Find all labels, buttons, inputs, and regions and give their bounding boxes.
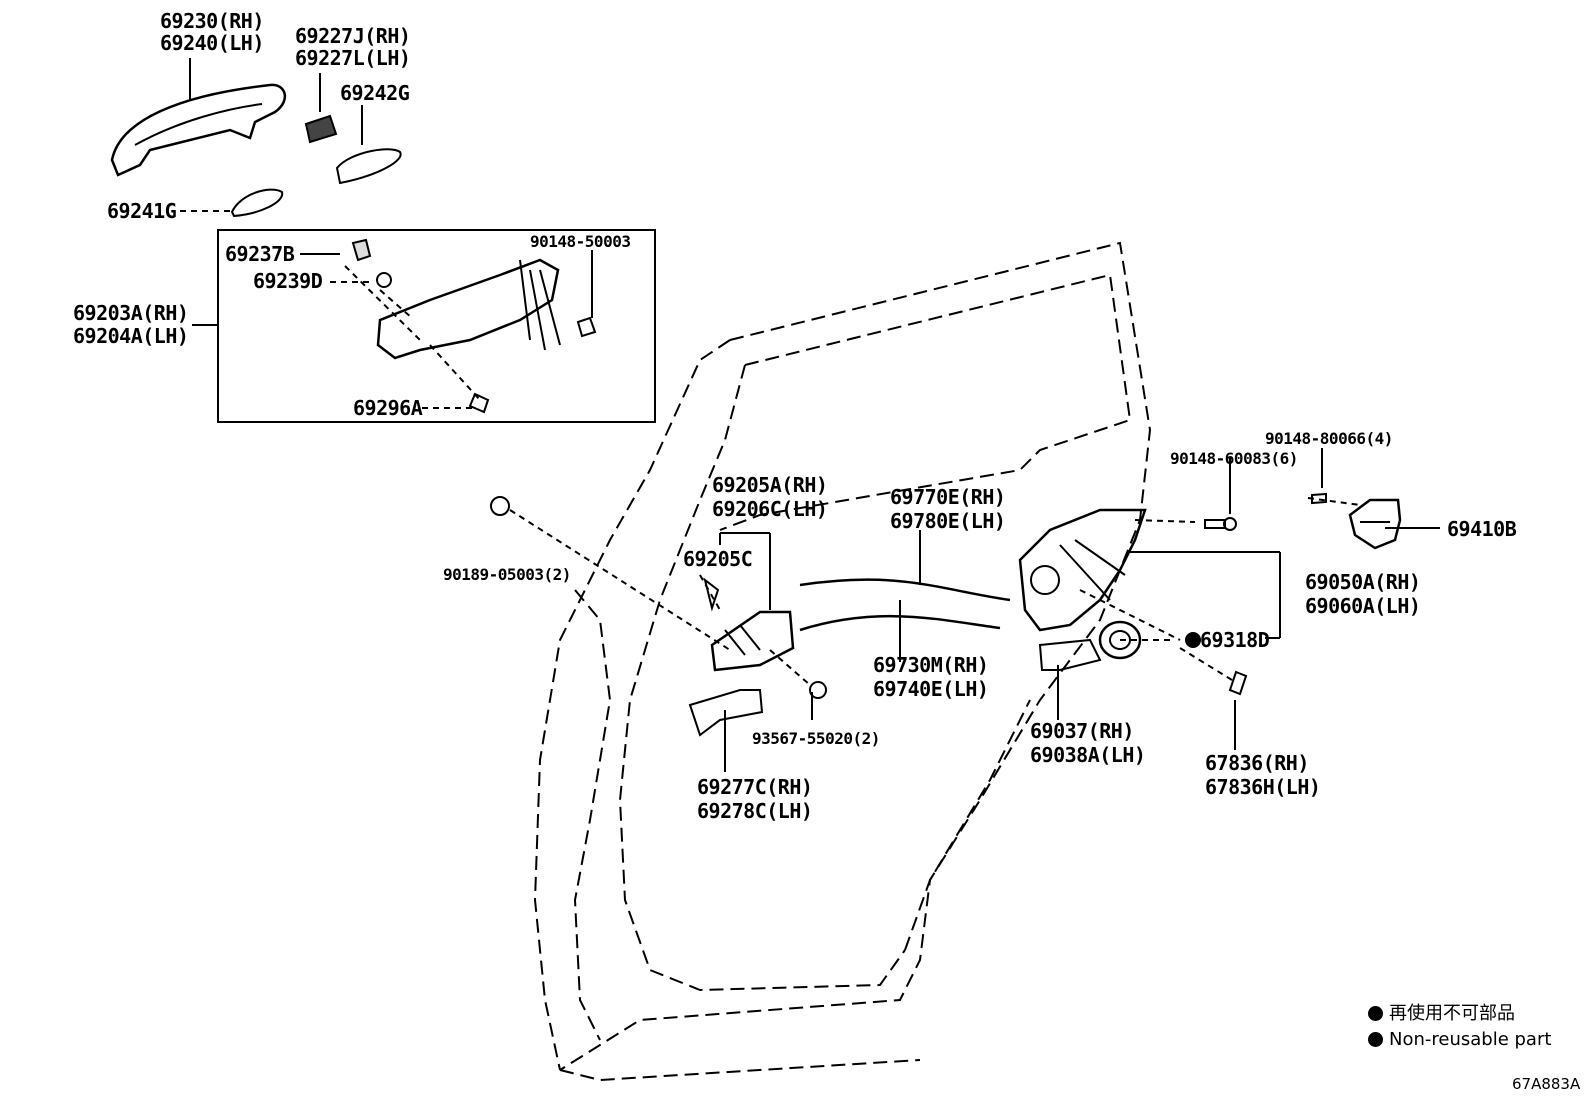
label-69740e: 69740E(LH) — [873, 677, 989, 701]
label-90148-60083: 90148-60083(6) — [1170, 449, 1298, 468]
diagram-code: 67A883A — [1512, 1075, 1581, 1093]
striker-69410b — [1348, 498, 1402, 550]
handle-cap — [304, 114, 338, 144]
label-90148-50003: 90148-50003 — [530, 232, 631, 251]
door-outline — [533, 241, 1152, 1082]
legend-jp: 再使用不可部品 — [1368, 1004, 1515, 1024]
frame-box — [217, 229, 656, 423]
screw-90148-60083 — [1204, 519, 1226, 529]
label-69227l: 69227L(LH) — [295, 46, 411, 70]
bezel-69277c — [688, 689, 764, 737]
label-69296a: 69296A — [353, 396, 423, 420]
bumper-67836 — [1228, 670, 1248, 696]
pin-69205c — [703, 577, 720, 612]
bolt-69296a — [468, 392, 490, 414]
label-69037: 69037(RH) — [1030, 719, 1134, 743]
label-67836h: 67836H(LH) — [1205, 775, 1321, 799]
nut-69239d — [376, 272, 392, 288]
cable-69770e — [799, 578, 1011, 602]
dashed-leaders — [180, 210, 1361, 686]
label-69241g: 69241G — [107, 199, 177, 223]
label-69410b: 69410B — [1447, 517, 1517, 541]
label-90189: 90189-05003(2) — [443, 565, 571, 584]
outer-handle — [110, 83, 287, 177]
label-69205c: 69205C — [683, 547, 753, 571]
legend-en: Non-reusable part — [1368, 1030, 1551, 1050]
label-69730m: 69730M(RH) — [873, 653, 989, 677]
label-69240: 69240(LH) — [160, 31, 264, 55]
bullet-icon — [1368, 1032, 1383, 1047]
screw-90148-50003 — [576, 316, 597, 338]
label-69318d: 69318D — [1200, 628, 1270, 652]
handle-pad-front — [230, 188, 284, 218]
label-69237b: 69237B — [225, 242, 295, 266]
label-69203a: 69203A(RH) — [73, 301, 189, 325]
label-69038a: 69038A(LH) — [1030, 743, 1146, 767]
non-reusable-marker — [1185, 632, 1201, 648]
screw-93567 — [809, 681, 827, 699]
label-69239d: 69239D — [253, 269, 323, 293]
seal-69318d — [1098, 620, 1142, 660]
label-69227j: 69227J(RH) — [295, 24, 411, 48]
label-69050a: 69050A(RH) — [1305, 570, 1421, 594]
label-69204a: 69204A(LH) — [73, 324, 189, 348]
inner-handle — [710, 610, 795, 672]
label-69277c: 69277C(RH) — [697, 775, 813, 799]
handle-pad — [335, 148, 402, 185]
label-69278c: 69278C(LH) — [697, 799, 813, 823]
label-67836: 67836(RH) — [1205, 751, 1309, 775]
label-69060a: 69060A(LH) — [1305, 594, 1421, 618]
handle-frame — [376, 258, 560, 360]
bullet-icon — [1368, 1006, 1383, 1021]
label-69242g: 69242G — [340, 81, 410, 105]
cable-69730m — [799, 614, 1001, 632]
screw-90148-80066 — [1311, 492, 1327, 505]
label-69205a: 69205A(RH) — [712, 473, 828, 497]
label-69230: 69230(RH) — [160, 9, 264, 33]
label-90148-80066: 90148-80066(4) — [1265, 429, 1393, 448]
cap-69237b — [351, 238, 372, 262]
label-93567: 93567-55020(2) — [752, 729, 880, 748]
label-69206c: 69206C(LH) — [712, 497, 828, 521]
label-69780e: 69780E(LH) — [890, 509, 1006, 533]
clip-90189 — [490, 496, 510, 516]
door-lock — [1018, 508, 1147, 632]
leader-lines — [189, 58, 1440, 772]
label-69770e: 69770E(RH) — [890, 485, 1006, 509]
lock-cover — [1038, 638, 1102, 671]
